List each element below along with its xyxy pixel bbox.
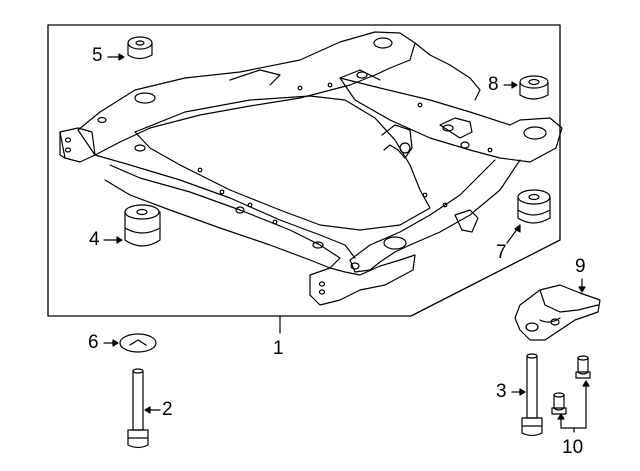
callout-5: 5 bbox=[92, 45, 103, 66]
bolt-part-2 bbox=[127, 368, 161, 449]
callout-4: 4 bbox=[89, 229, 100, 250]
bolt-part-3 bbox=[511, 353, 543, 437]
bushing-part-4 bbox=[103, 204, 161, 247]
callout-2: 2 bbox=[162, 399, 173, 420]
callout-10: 10 bbox=[562, 437, 584, 458]
subframe-part bbox=[59, 31, 563, 306]
callout-6: 6 bbox=[88, 332, 99, 353]
bracket-part-9 bbox=[514, 278, 601, 341]
bushing-part-7 bbox=[506, 189, 551, 244]
callout-9: 9 bbox=[575, 256, 586, 277]
clips-part-10 bbox=[551, 355, 591, 433]
callout-1: 1 bbox=[273, 338, 284, 359]
assembly-frame-box bbox=[47, 24, 561, 317]
callout-7: 7 bbox=[496, 242, 507, 263]
cap-part-6 bbox=[103, 333, 157, 353]
callout-3: 3 bbox=[496, 381, 507, 402]
bushing-part-8 bbox=[503, 75, 549, 100]
bushing-part-5 bbox=[107, 36, 153, 61]
callout-8: 8 bbox=[488, 74, 499, 95]
